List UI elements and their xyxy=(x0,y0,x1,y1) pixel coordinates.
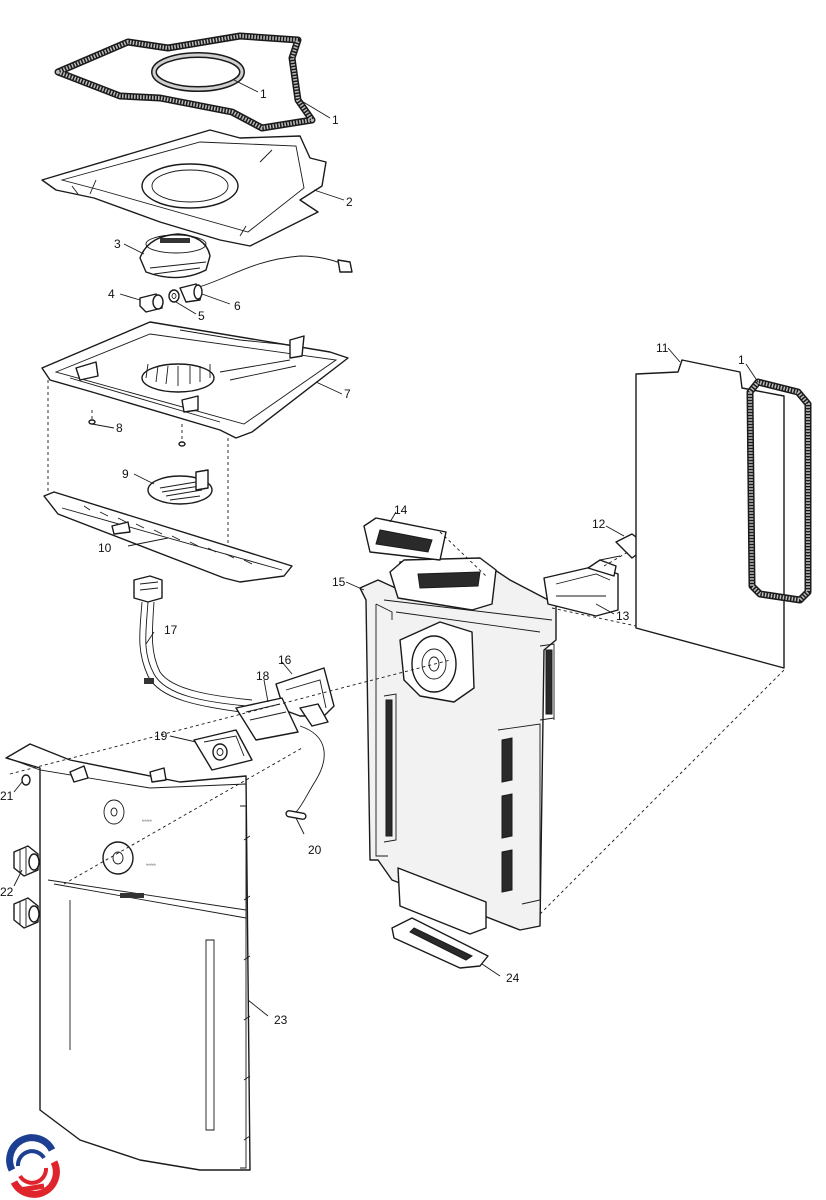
washer xyxy=(168,289,180,303)
callout-11: 11 xyxy=(656,341,669,355)
back-panel xyxy=(635,359,785,669)
top-plate xyxy=(41,129,327,247)
callout-2: 2 xyxy=(346,195,353,209)
sensor-cable xyxy=(195,255,353,289)
callout-9: 9 xyxy=(122,467,129,481)
callout-16: 16 xyxy=(278,653,292,667)
grille-tray xyxy=(43,491,293,583)
callout-8: 8 xyxy=(116,421,123,435)
callout-1-gasket: 1 xyxy=(332,113,339,127)
tank-body xyxy=(359,557,557,935)
base-frame xyxy=(41,321,349,439)
guide-lines xyxy=(47,380,229,556)
assembly-lines xyxy=(9,531,785,915)
callout-3: 3 xyxy=(114,237,121,251)
callout-21: 21 xyxy=(0,789,14,803)
control-knobs xyxy=(13,845,40,929)
callout-6: 6 xyxy=(234,299,241,313)
callout-10: 10 xyxy=(98,541,112,555)
callout-14: 14 xyxy=(394,503,408,517)
callout-19: 19 xyxy=(154,729,168,743)
callout-24: 24 xyxy=(506,971,520,985)
indicator-lamp xyxy=(21,774,31,786)
callout-18: 18 xyxy=(256,669,270,683)
wiring-harness xyxy=(133,575,253,713)
callout-1-back: 1 xyxy=(738,353,745,367)
callout-15: 15 xyxy=(332,575,346,589)
back-gasket xyxy=(746,378,812,604)
ring-seal xyxy=(151,52,245,92)
callout-22: 22 xyxy=(0,885,14,899)
callout-12: 12 xyxy=(592,517,606,531)
switch-module xyxy=(193,729,253,771)
brand-logo xyxy=(4,1134,60,1198)
callout-5: 5 xyxy=(198,309,205,323)
fan-motor xyxy=(139,233,211,279)
callout-labels: 1 1 2 3 4 5 6 7 8 9 10 11 1 12 13 14 15 … xyxy=(0,87,745,1027)
svg-text:≈≈≈≈: ≈≈≈≈ xyxy=(146,862,156,867)
callout-1-ring: 1 xyxy=(260,87,267,101)
filter-frame xyxy=(363,517,447,561)
mounting-bracket xyxy=(543,559,619,617)
svg-text:≈≈≈≈: ≈≈≈≈ xyxy=(142,818,152,823)
bolt xyxy=(139,293,164,313)
leader-lines xyxy=(13,79,759,1017)
pcb-module xyxy=(235,697,299,741)
connector xyxy=(179,283,203,303)
top-gasket xyxy=(54,32,316,132)
grille-disc xyxy=(147,469,213,505)
front-cover: ≈≈≈≈ ≈≈≈≈ xyxy=(5,743,251,1171)
bottom-frame xyxy=(391,917,489,969)
callout-23: 23 xyxy=(274,1013,288,1027)
callout-13: 13 xyxy=(616,609,630,623)
callout-17: 17 xyxy=(164,623,178,637)
callout-4: 4 xyxy=(108,287,115,301)
temperature-probe xyxy=(285,725,325,820)
callout-7: 7 xyxy=(344,387,351,401)
callout-20: 20 xyxy=(308,843,322,857)
